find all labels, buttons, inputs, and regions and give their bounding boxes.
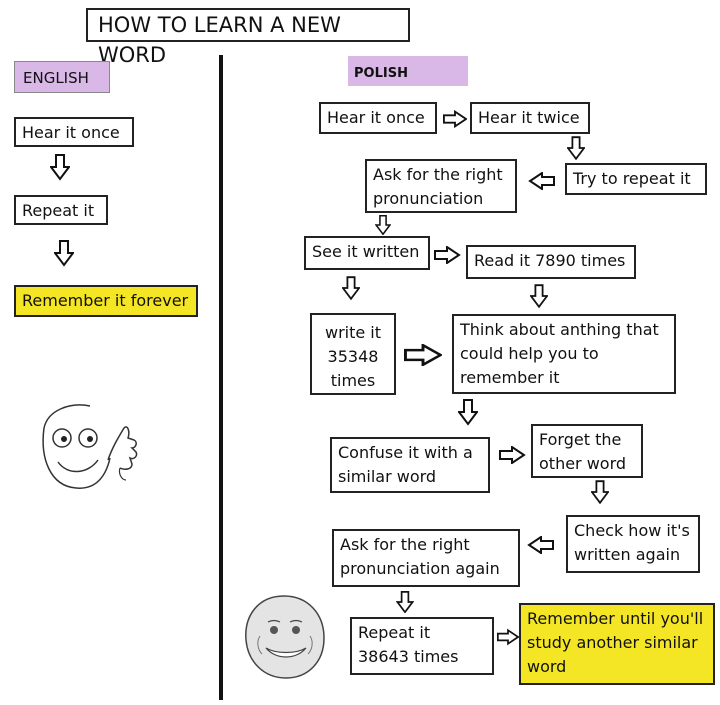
left-arrow-icon (528, 172, 556, 190)
right-arrow-icon (443, 110, 467, 128)
down-arrow-icon (342, 274, 360, 302)
polish-hear-twice: Hear it twice (470, 102, 590, 134)
happy-face-icon (42, 404, 138, 489)
polish-try-repeat: Try to repeat it (565, 163, 707, 195)
write-times-line-1: write it (324, 323, 382, 342)
polish-confuse: Confuse it with a similar word (330, 437, 490, 493)
polish-remember-until: Remember until you'll study another simi… (519, 603, 715, 685)
down-arrow-icon (54, 238, 74, 268)
polish-check-written: Check how it's written again (566, 515, 700, 573)
english-step-repeat: Repeat it (14, 195, 108, 225)
down-arrow-icon (50, 153, 70, 181)
down-arrow-icon (567, 136, 585, 160)
polish-label: POLISH (348, 56, 468, 86)
right-arrow-icon (498, 446, 526, 464)
down-arrow-icon (375, 215, 391, 235)
forever-alone-face-icon (245, 595, 325, 679)
polish-read-times: Read it 7890 times (466, 245, 636, 279)
left-arrow-icon (526, 536, 556, 554)
write-times-line-3: times (330, 371, 376, 390)
down-arrow-icon (591, 480, 609, 504)
english-step-remember: Remember it forever (14, 285, 198, 317)
polish-ask-pronunciation-again: Ask for the right pronunciation again (332, 529, 520, 587)
right-arrow-icon (497, 628, 519, 646)
english-label: ENGLISH (14, 61, 110, 93)
down-arrow-icon (396, 591, 414, 613)
polish-hear-once: Hear it once (319, 102, 437, 134)
right-arrow-icon (433, 246, 461, 264)
polish-see-written: See it written (304, 236, 430, 270)
polish-write-times: write it 35348 times (310, 313, 396, 395)
down-arrow-icon (458, 396, 478, 428)
polish-ask-pronunciation: Ask for the right pronunciation (365, 159, 517, 213)
page-title: HOW TO LEARN A NEW WORD (86, 8, 410, 67)
down-arrow-icon (530, 282, 548, 310)
column-divider (219, 55, 223, 700)
right-arrow-icon (404, 344, 442, 366)
polish-think: Think about anthing that could help you … (452, 314, 676, 394)
write-times-line-2: 35348 (327, 347, 379, 366)
polish-forget: Forget the other word (531, 424, 643, 478)
polish-repeat-times: Repeat it 38643 times (350, 617, 494, 675)
english-step-hear-once: Hear it once (14, 117, 134, 147)
